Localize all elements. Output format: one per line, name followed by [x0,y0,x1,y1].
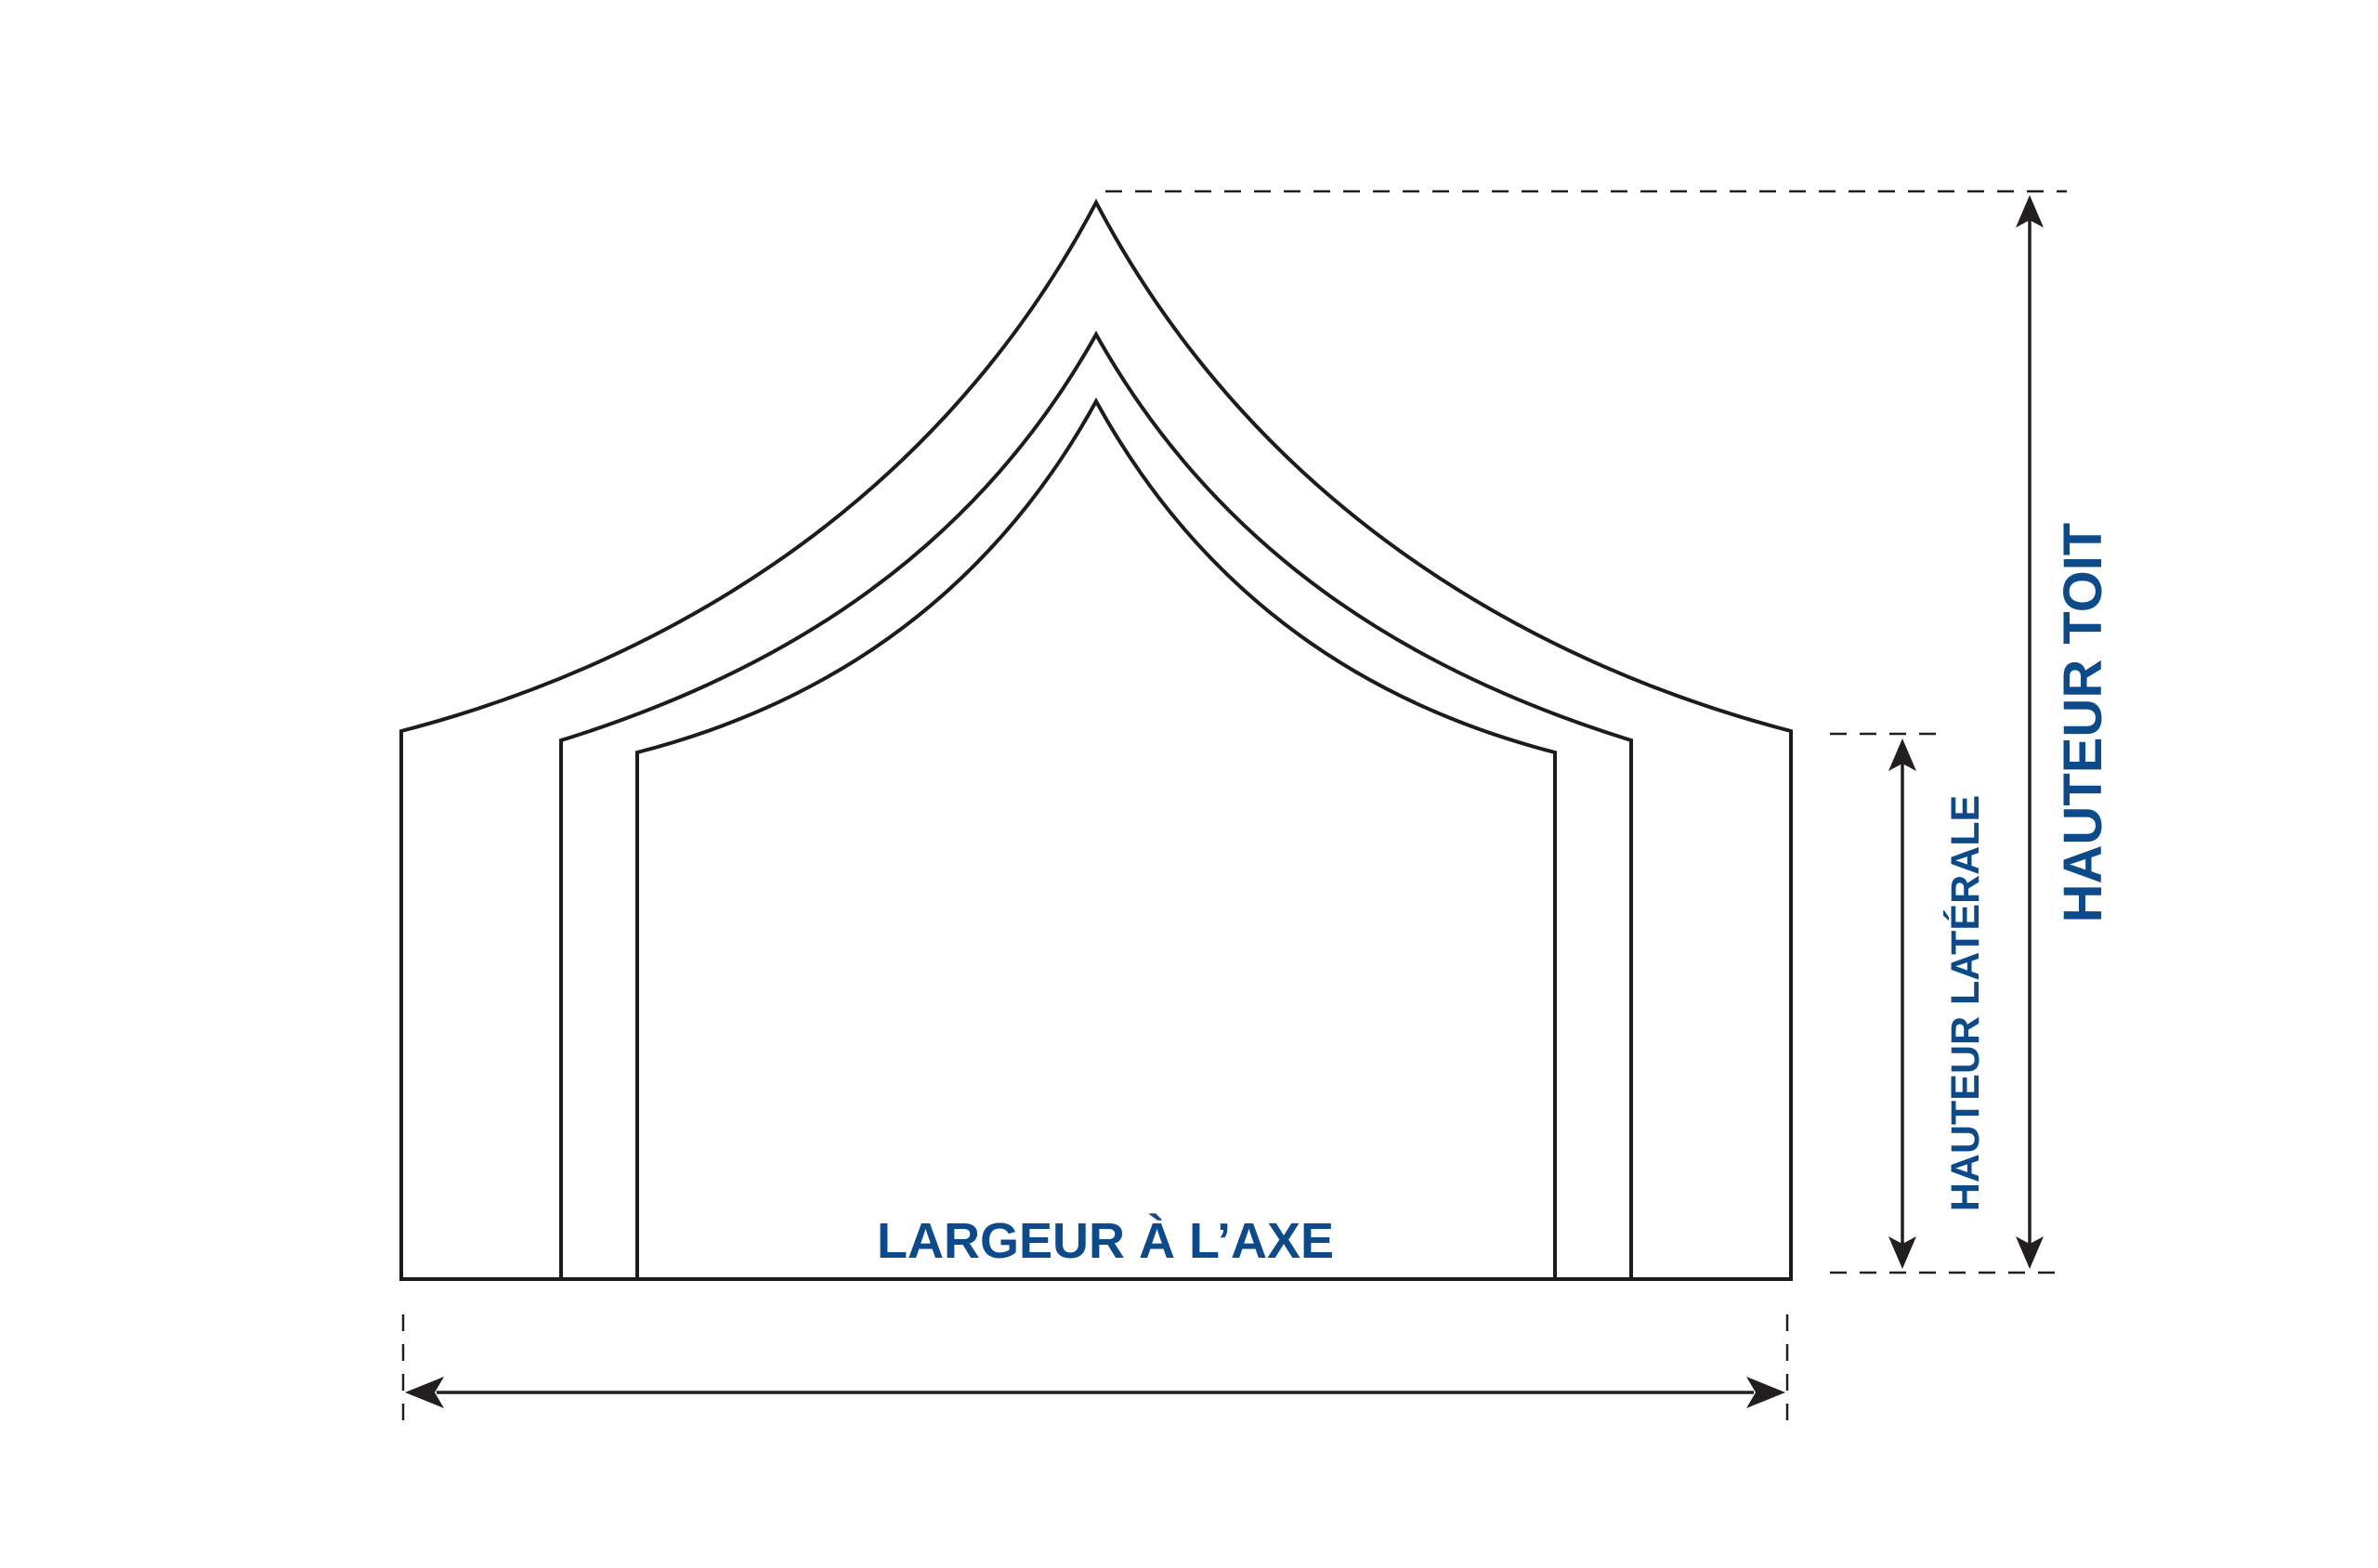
roof-height-arrowhead-top [2016,195,2044,228]
width-label: LARGEUR À L’AXE [877,1213,1334,1269]
tent-drawing [399,198,1793,1281]
roof-height-arrowhead-bottom [2016,1236,2044,1269]
width-arrowhead-left [405,1377,444,1408]
roof-height-label: HAUTEUR TOIT [2053,523,2113,923]
side-height-arrowhead-bottom [1888,1236,1916,1269]
side-height-dimension: HAUTEUR LATÉRALE [1830,732,2067,1274]
tent-outer-outline [399,198,1793,1281]
width-dimension: LARGEUR À L’AXE [401,1213,1789,1431]
roof-height-dimension: HAUTEUR TOIT [1105,189,2113,1269]
side-height-arrowhead-top [1888,738,1916,771]
side-height-label: HAUTEUR LATÉRALE [1943,795,1988,1211]
tent-inner-arch [635,397,1557,1279]
width-arrowhead-right [1746,1377,1785,1408]
tent-middle-arch [559,330,1633,1279]
